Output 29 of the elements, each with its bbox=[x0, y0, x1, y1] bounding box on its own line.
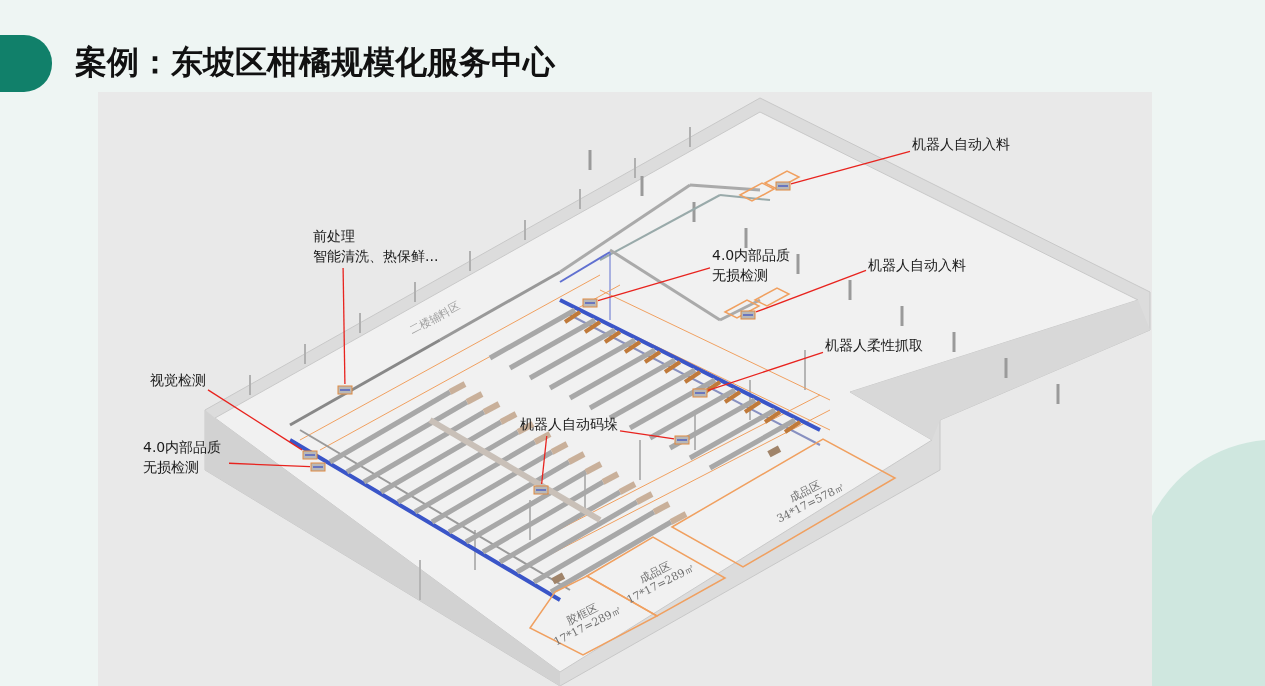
machine-drawing bbox=[775, 180, 791, 192]
leader-line bbox=[597, 267, 711, 302]
callout-text: 机器人自动入料 bbox=[868, 256, 966, 275]
leader-line bbox=[619, 430, 675, 440]
leader-line bbox=[755, 269, 867, 313]
leader-line bbox=[707, 351, 824, 391]
callout-text: 4.0内部品质无损检测 bbox=[712, 246, 792, 285]
machine-drawing bbox=[692, 387, 708, 399]
machine-drawing bbox=[533, 484, 549, 496]
machine-drawing bbox=[310, 461, 326, 473]
callout-text: 机器人柔性抓取 bbox=[825, 336, 923, 355]
machine-drawing bbox=[740, 309, 756, 321]
leader-line bbox=[541, 435, 548, 485]
callout-text: 前处理 bbox=[313, 227, 355, 246]
leader-line bbox=[790, 150, 911, 185]
callout-text: 机器人自动码垛 bbox=[520, 415, 618, 434]
leader-line bbox=[228, 462, 311, 468]
machine-drawing bbox=[337, 384, 353, 396]
callout-text: 视觉检测 bbox=[150, 371, 206, 390]
title: 案例：东坡区柑橘规模化服务中心 bbox=[75, 42, 555, 83]
leader-line bbox=[207, 389, 303, 451]
callout-text: 智能清洗、热保鲜... bbox=[313, 247, 439, 266]
machine-drawing bbox=[302, 449, 318, 461]
callout-text: 机器人自动入料 bbox=[912, 135, 1010, 154]
machine-drawing bbox=[674, 434, 690, 446]
floor-label: 二楼辅料区 bbox=[406, 298, 464, 339]
machine-drawing bbox=[582, 297, 598, 309]
callout-text: 4.0内部品质无损检测 bbox=[143, 438, 223, 477]
leader-line bbox=[342, 267, 346, 385]
